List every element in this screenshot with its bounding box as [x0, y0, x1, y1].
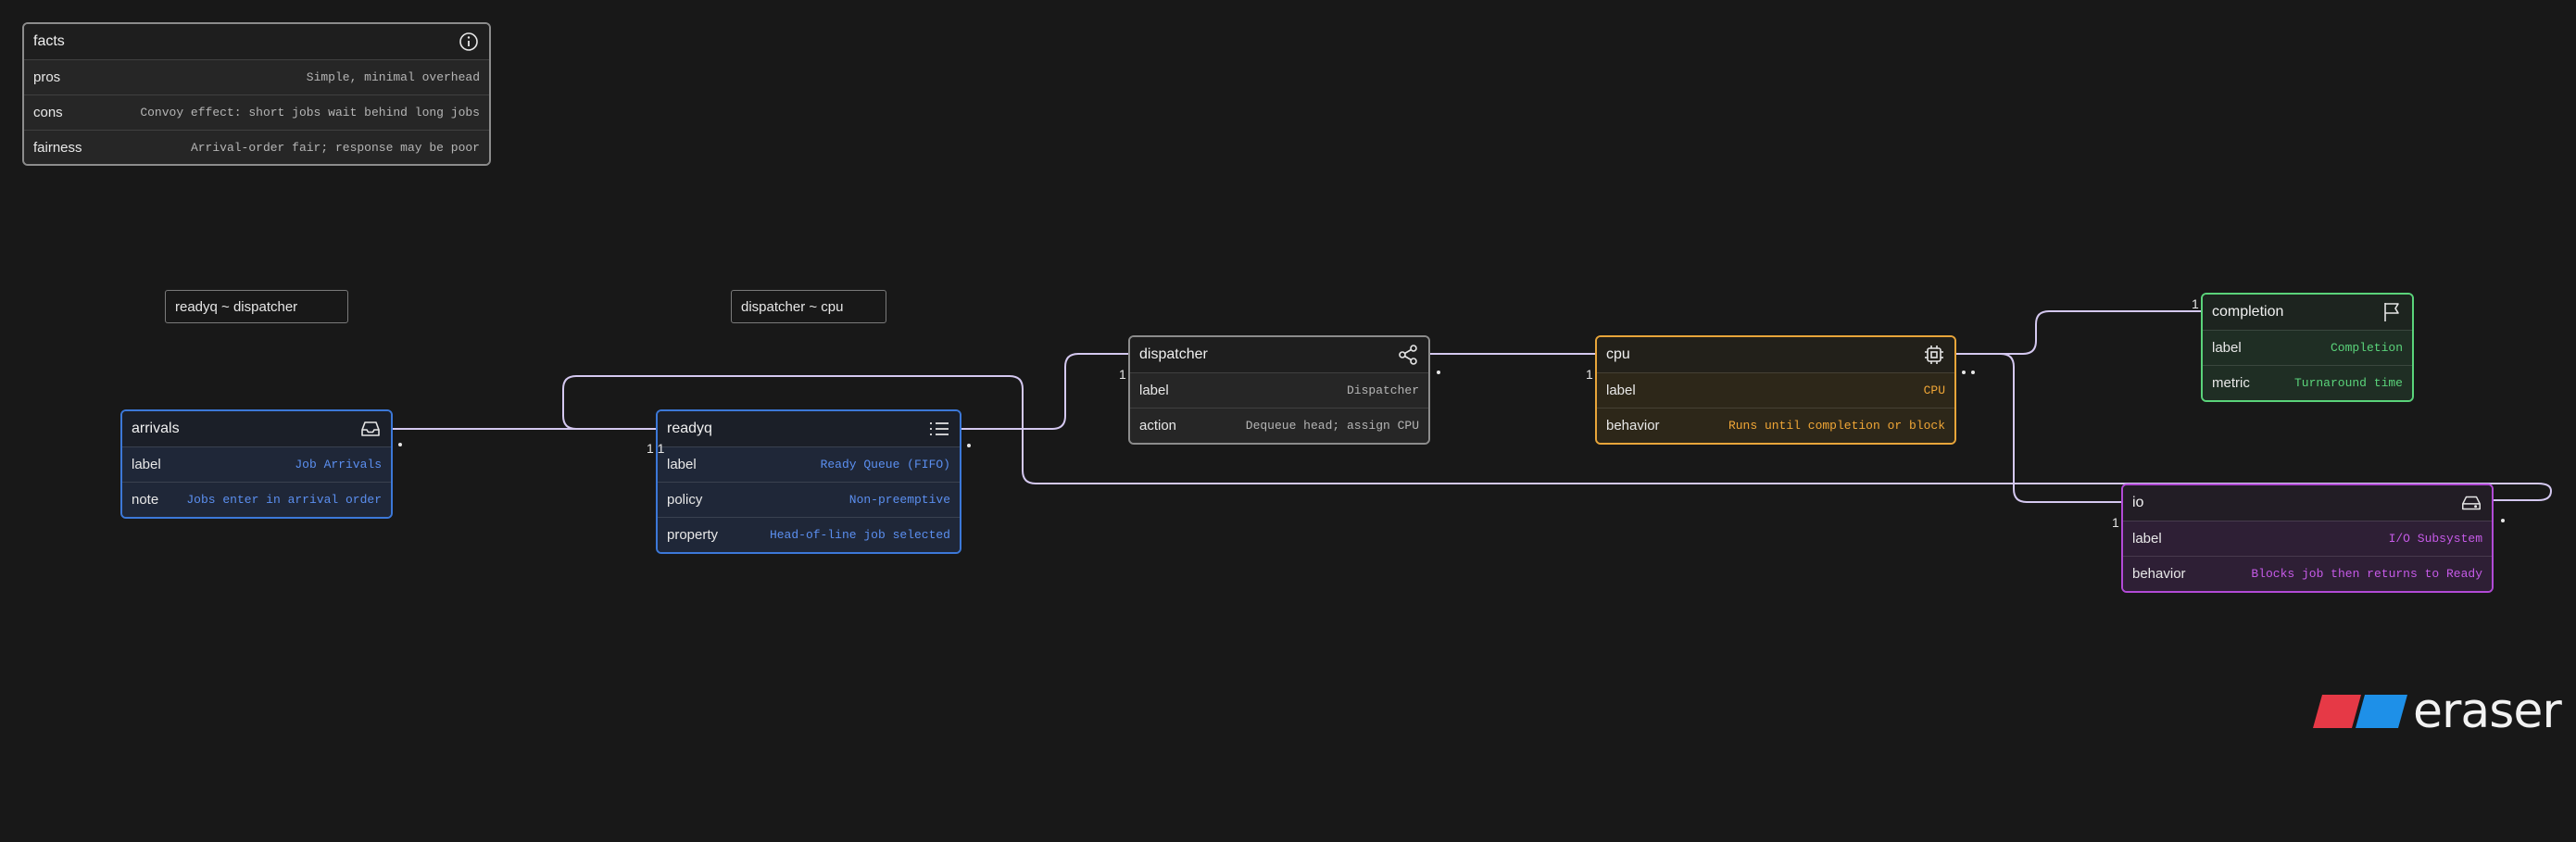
row-key: property [667, 527, 719, 543]
facts-key: cons [33, 105, 63, 120]
entity-completion[interactable]: completion label Completion metric Turna… [2201, 293, 2414, 402]
hard-drive-icon [2460, 492, 2482, 514]
row-key: metric [2212, 375, 2250, 391]
entity-header: io [2123, 485, 2492, 521]
row-value: Completion [2330, 341, 2403, 355]
row-value: I/O Subsystem [2388, 532, 2482, 546]
row-key: label [2132, 531, 2162, 547]
edge-end-dot [398, 443, 402, 446]
cardinality-io: 1 [2112, 515, 2119, 530]
entity-row: label Dispatcher [1130, 372, 1428, 408]
facts-row-fairness: fairness Arrival-order fair; response ma… [24, 130, 489, 164]
row-key: note [132, 492, 159, 508]
row-key: policy [667, 492, 703, 508]
entity-title: dispatcher [1139, 346, 1208, 362]
row-value: Turnaround time [2293, 376, 2403, 390]
row-value: CPU [1923, 383, 1945, 397]
edge-end-dot [1971, 371, 1975, 374]
facts-header: facts [24, 24, 489, 59]
row-key: label [2212, 340, 2242, 356]
edge-end-dot [1962, 371, 1966, 374]
cardinality-dispatcher: 1 [1119, 367, 1126, 382]
row-value: Jobs enter in arrival order [186, 493, 382, 507]
facts-value: Arrival-order fair; response may be poor [190, 141, 480, 155]
edge-cpu-completion [1954, 310, 2201, 355]
entity-title: readyq [667, 421, 712, 436]
cpu-icon [1923, 344, 1945, 366]
row-value: Non-preemptive [848, 493, 950, 507]
entity-row: label Ready Queue (FIFO) [658, 446, 960, 482]
cardinality-cpu: 1 [1586, 367, 1593, 382]
entity-title: arrivals [132, 421, 180, 436]
entity-row: policy Non-preemptive [658, 482, 960, 517]
edge-readyq-loop [562, 375, 2553, 501]
entity-header: arrivals [122, 411, 391, 446]
edge-end-dot [967, 444, 971, 447]
row-key: label [667, 457, 697, 472]
share-icon [1397, 344, 1419, 366]
cardinality-readyq: 1 1 [647, 441, 665, 456]
row-value: Runs until completion or block [1728, 419, 1945, 433]
entity-row: behavior Blocks job then returns to Read… [2123, 556, 2492, 591]
edge-label-dispatcher-cpu[interactable]: dispatcher ~ cpu [731, 290, 886, 323]
facts-key: fairness [33, 140, 82, 156]
edge-end-dot [2501, 519, 2505, 522]
entity-row: label CPU [1597, 372, 1954, 408]
row-value: Dequeue head; assign CPU [1245, 419, 1419, 433]
edge-label-text: dispatcher ~ cpu [741, 298, 844, 315]
edge-label-readyq-dispatcher[interactable]: readyq ~ dispatcher [165, 290, 348, 323]
entity-dispatcher[interactable]: dispatcher label Dispatcher action Deque… [1128, 335, 1430, 445]
flag-icon [2381, 301, 2403, 323]
row-key: action [1139, 418, 1177, 434]
entity-row: metric Turnaround time [2203, 365, 2412, 400]
row-value: Head-of-line job selected [769, 528, 950, 542]
row-value: Blocks job then returns to Ready [2251, 567, 2482, 581]
facts-card[interactable]: facts pros Simple, minimal overhead cons… [22, 22, 491, 166]
edge-label-text: readyq ~ dispatcher [175, 298, 298, 315]
entity-io[interactable]: io label I/O Subsystem behavior Blocks j… [2121, 484, 2494, 593]
row-value: Ready Queue (FIFO) [820, 458, 950, 471]
row-key: behavior [2132, 566, 2186, 582]
facts-value: Simple, minimal overhead [306, 70, 480, 84]
facts-row-cons: cons Convoy effect: short jobs wait behi… [24, 94, 489, 130]
entity-row: label I/O Subsystem [2123, 521, 2492, 556]
entity-header: dispatcher [1130, 337, 1428, 372]
entity-row: label Job Arrivals [122, 446, 391, 482]
eraser-logo: eraser [2313, 684, 2562, 739]
entity-title: completion [2212, 304, 2284, 320]
entity-header: cpu [1597, 337, 1954, 372]
row-key: label [1139, 383, 1169, 398]
entity-header: completion [2203, 295, 2412, 330]
inbox-icon [359, 418, 382, 440]
entity-title: cpu [1606, 346, 1630, 362]
list-icon [928, 418, 950, 440]
entity-arrivals[interactable]: arrivals label Job Arrivals note Jobs en… [120, 409, 393, 519]
entity-cpu[interactable]: cpu label CPU behavior Runs until comple… [1595, 335, 1956, 445]
facts-row-pros: pros Simple, minimal overhead [24, 59, 489, 94]
cardinality-completion: 1 [2192, 296, 2199, 311]
facts-title: facts [33, 33, 65, 49]
row-key: label [132, 457, 161, 472]
entity-row: behavior Runs until completion or block [1597, 408, 1954, 443]
eraser-logo-text: eraser [2413, 684, 2562, 739]
row-key: label [1606, 383, 1636, 398]
entity-row: action Dequeue head; assign CPU [1130, 408, 1428, 443]
edge-readyq-dispatcher [960, 353, 1128, 430]
edge-cpu-io [1954, 353, 2121, 503]
row-value: Dispatcher [1346, 383, 1419, 397]
info-icon [458, 31, 480, 53]
entity-title: io [2132, 495, 2144, 510]
edge-end-dot [1437, 371, 1440, 374]
entity-row: label Completion [2203, 330, 2412, 365]
entity-readyq[interactable]: readyq label Ready Queue (FIFO) policy N… [656, 409, 961, 554]
entity-row: property Head-of-line job selected [658, 517, 960, 552]
row-key: behavior [1606, 418, 1660, 434]
row-value: Job Arrivals [295, 458, 382, 471]
facts-value: Convoy effect: short jobs wait behind lo… [140, 106, 480, 119]
facts-key: pros [33, 69, 61, 85]
entity-header: readyq [658, 411, 960, 446]
eraser-logo-mark [2313, 695, 2407, 728]
entity-row: note Jobs enter in arrival order [122, 482, 391, 517]
